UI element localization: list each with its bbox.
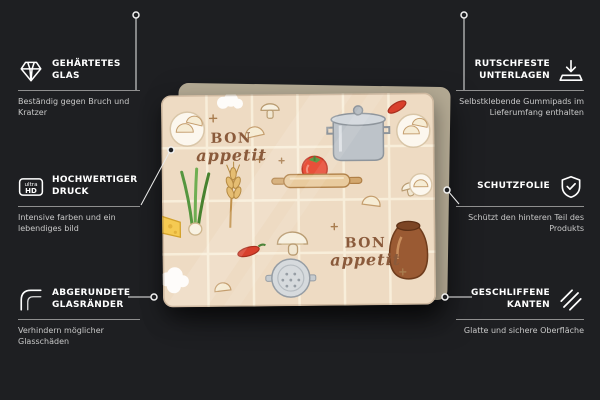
callout-desc: Schützt den hinteren Teil des Produkts xyxy=(468,213,584,234)
mushroom-slice xyxy=(260,103,280,119)
connector-dot xyxy=(150,293,158,301)
steam-cloud xyxy=(160,267,189,294)
pierogi xyxy=(214,126,381,293)
svg-text:appetit: appetit xyxy=(330,250,401,270)
plate-with-dumplings xyxy=(396,113,431,149)
callout-desc: Beständig gegen Bruch und Kratzer xyxy=(18,97,130,118)
bon-appetit-text: BON appetit xyxy=(330,235,401,270)
callout-divider xyxy=(18,90,140,91)
svg-text:appetit: appetit xyxy=(196,145,267,165)
callout-title: RUTSCHFESTE UNTERLAGEN xyxy=(474,59,550,81)
callout-desc: Selbstklebende Gummipads im Lieferumfang… xyxy=(459,97,584,118)
rolling-pin xyxy=(271,173,363,189)
callout-divider xyxy=(456,90,584,91)
callout-divider xyxy=(18,206,140,207)
svg-text:BON: BON xyxy=(210,130,252,146)
diamond-icon xyxy=(18,58,44,84)
callout-desc: Verhindern möglicher Glasschäden xyxy=(18,326,104,347)
plate-with-dumplings xyxy=(169,111,206,147)
green-onion xyxy=(180,167,211,236)
mushroom xyxy=(276,231,309,256)
feature-callout-anti-slip-pads: RUTSCHFESTE UNTERLAGEN Selbstklebende Gu… xyxy=(456,56,584,118)
connector-dot xyxy=(132,11,140,19)
shield-check-icon xyxy=(558,174,584,200)
strainer xyxy=(265,258,317,298)
ultra-hd-icon: ultra HD xyxy=(18,174,44,200)
steam-cloud xyxy=(216,92,243,109)
bon-appetit-text: BON appetit xyxy=(196,130,267,165)
connector-dot xyxy=(460,11,468,19)
callout-title: ABGERUNDETE GLASRÄNDER xyxy=(52,288,131,310)
feature-callout-protective-film: SCHUTZFOLIE Schützt den hinteren Teil de… xyxy=(456,172,584,234)
wheat xyxy=(225,161,242,228)
feature-callout-hardened-glass: GEHÄRTETES GLAS Beständig gegen Bruch un… xyxy=(18,56,140,118)
feature-callout-rounded-edges: ABGERUNDETE GLASRÄNDER Verhindern möglic… xyxy=(18,285,140,347)
board-pattern: BON appetit BON appetit xyxy=(160,92,437,308)
svg-text:HD: HD xyxy=(25,186,37,195)
polished-edges-icon xyxy=(558,287,584,313)
svg-text:ultra: ultra xyxy=(24,182,37,188)
small-plate xyxy=(409,173,433,197)
glass-glare xyxy=(165,93,385,308)
callout-divider xyxy=(18,319,140,320)
svg-text:BON: BON xyxy=(345,235,387,251)
feature-callout-polished-edges: GESCHLIFFENE KANTEN Glatte und sichere O… xyxy=(456,285,584,336)
callout-title: GEHÄRTETES GLAS xyxy=(52,59,121,81)
callout-title: GESCHLIFFENE KANTEN xyxy=(471,288,550,310)
clay-jug xyxy=(388,220,429,280)
sparkles xyxy=(208,114,407,276)
cheese xyxy=(160,214,182,239)
cooking-pot xyxy=(326,105,391,162)
rounded-corner-icon xyxy=(18,287,44,313)
callout-title: HOCHWERTIGER DRUCK xyxy=(52,175,138,197)
callout-desc: Glatte und sichere Oberfläche xyxy=(463,326,584,335)
callout-divider xyxy=(456,319,584,320)
product-board: BON appetit BON appetit xyxy=(160,92,437,308)
callout-desc: Intensive farben und ein lebendiges bild xyxy=(18,213,116,234)
feature-callout-hq-print: ultra HD HOCHWERTIGER DRUCK Intensive fa… xyxy=(18,172,140,234)
callout-title: SCHUTZFOLIE xyxy=(477,181,550,192)
callout-divider xyxy=(456,206,584,207)
chili-pepper xyxy=(237,100,407,258)
anti-slip-pad-icon xyxy=(558,58,584,84)
